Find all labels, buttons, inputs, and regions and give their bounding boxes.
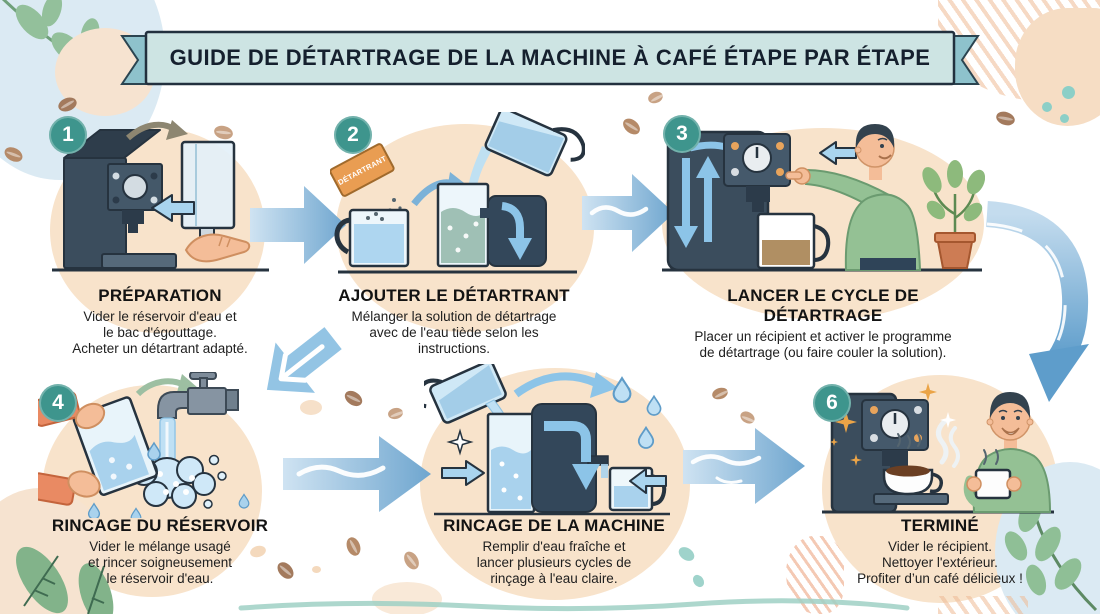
- solution-beaker-icon: [436, 182, 490, 268]
- step3-number-badge: 3: [663, 115, 701, 153]
- arrow-step2-down-diagonal: [266, 327, 342, 393]
- step1-number-badge: 1: [49, 116, 87, 154]
- sparkle-icon: [446, 428, 474, 456]
- rinse-arrow-icon: [135, 374, 198, 397]
- coffee-bean-icon: [387, 406, 404, 421]
- peach-dot: [300, 400, 322, 415]
- sparkle-icons: [830, 383, 956, 466]
- step2-desc: Mélanger la solution de détartrage avec …: [351, 309, 557, 356]
- step5-text: RINCAGE DE LA MACHINE Remplir d'eau fraî…: [418, 516, 690, 586]
- step4-desc: Vider le mélange usagé et rincer soigneu…: [87, 539, 233, 586]
- step6-desc: Vider le récipient. Nettoyer l'extérieur…: [857, 539, 1023, 586]
- coffee-bean-icon: [344, 535, 363, 558]
- page-title: GUIDE DE DÉTARTRAGE DE LA MACHINE À CAFÉ…: [169, 45, 931, 70]
- step5-desc: Remplir d'eau fraîche et lancer plusieur…: [476, 539, 632, 586]
- coffee-machine-icon: [63, 129, 177, 269]
- teal-dot: [1060, 114, 1069, 123]
- press-arrow-icon: [819, 141, 857, 165]
- step1-title: PRÉPARATION: [98, 286, 222, 305]
- coffee-bean-icon: [620, 115, 643, 138]
- teal-dot: [1062, 86, 1075, 99]
- step1-illustration: [52, 120, 269, 272]
- water-droplets-icon: [87, 441, 250, 518]
- left-arrow-icon: [629, 468, 667, 494]
- step4-text: RINCAGE DU RÉSERVOIR Vider le mélange us…: [35, 516, 285, 586]
- step4-title: RINCAGE DU RÉSERVOIR: [51, 516, 269, 535]
- step2-illustration: DÉTARTRANT: [330, 112, 585, 274]
- potted-plant-icon: [922, 160, 985, 269]
- measuring-jug-icon: [334, 208, 410, 268]
- step2-text: AJOUTER LE DÉTARTRANT Mélanger la soluti…: [318, 286, 590, 356]
- coffee-bean-icon: [646, 89, 665, 106]
- step2-title: AJOUTER LE DÉTARTRANT: [338, 286, 570, 305]
- coffee-bean-icon: [710, 385, 730, 402]
- person-pressing-button: [785, 124, 922, 271]
- step4-illustration: [38, 372, 250, 518]
- coffee-machine-icon: [666, 130, 791, 272]
- spout-stream: [601, 464, 608, 478]
- step1-desc: Vider le réservoir d'eau et le bac d'égo…: [72, 309, 248, 356]
- step4-number-badge: 4: [39, 384, 77, 422]
- step6-text: TERMINÉ Vider le récipient. Nettoyer l'e…: [805, 516, 1075, 586]
- down-arrow-icon: [501, 202, 532, 260]
- cycle-arrow-top-icon: [513, 372, 618, 398]
- step3-illustration: [662, 124, 985, 272]
- step5-title: RINCAGE DE LA MACHINE: [443, 516, 665, 535]
- faucet-icon: [157, 372, 239, 419]
- step6-title: TERMINÉ: [901, 516, 979, 535]
- steam-icon: [936, 419, 960, 468]
- right-arrow-icon: [441, 460, 485, 486]
- fresh-water-glass-icon: [486, 412, 536, 514]
- arrow-step5-to-step6: [683, 428, 805, 504]
- hand-icon: [184, 233, 251, 263]
- remove-tank-arrow-icon: [126, 120, 188, 141]
- insert-arrow-icon: [151, 194, 195, 222]
- step3-text: LANCER LE CYCLE DE DÉTARTRAGE Placer un …: [666, 286, 980, 361]
- step5-illustration: [424, 364, 670, 516]
- cycle-arrow-down-icon: [544, 421, 600, 490]
- teal-dot: [690, 572, 707, 590]
- teal-dot: [1042, 102, 1052, 112]
- step3-desc: Placer un récipient et activer le progra…: [694, 329, 952, 360]
- title-ribbon: [120, 30, 980, 86]
- arrow-step1-to-step2: [250, 186, 346, 264]
- water-tank-icon: [180, 140, 236, 239]
- arrow-step2-to-step3: [582, 174, 674, 252]
- pouring-jug-icon: [484, 112, 585, 177]
- rinse-pitcher-icon: [608, 466, 667, 512]
- person-with-mug: [963, 392, 1052, 513]
- machine-silhouette-icon: [531, 403, 609, 513]
- water-droplets-icon: [612, 376, 662, 449]
- leaves-bottom-left-icon: [16, 546, 114, 614]
- collection-jug-icon: [756, 212, 831, 270]
- step6-number-badge: 6: [813, 384, 851, 422]
- coffee-bean-icon: [994, 109, 1017, 128]
- stripes-bottom-right: [938, 596, 1028, 614]
- blob-top-right-peach: [1015, 8, 1100, 126]
- arrow-step4-to-step5: [283, 436, 431, 512]
- step1-text: PRÉPARATION Vider le réservoir d'eau et …: [35, 286, 285, 356]
- espresso-cup-icon: [882, 433, 944, 496]
- step3-title: LANCER LE CYCLE DE DÉTARTRAGE: [727, 286, 919, 325]
- peach-dot: [312, 566, 321, 573]
- step2-number-badge: 2: [334, 116, 372, 154]
- bottom-wave-line: [238, 598, 910, 612]
- coffee-machine-icon: [830, 392, 949, 514]
- pouring-jug-icon: [424, 364, 507, 424]
- step6-illustration: [822, 383, 1054, 514]
- pour-stream: [468, 146, 492, 190]
- arrow-step3-down-curve: [985, 201, 1089, 402]
- peach-dot: [372, 582, 442, 614]
